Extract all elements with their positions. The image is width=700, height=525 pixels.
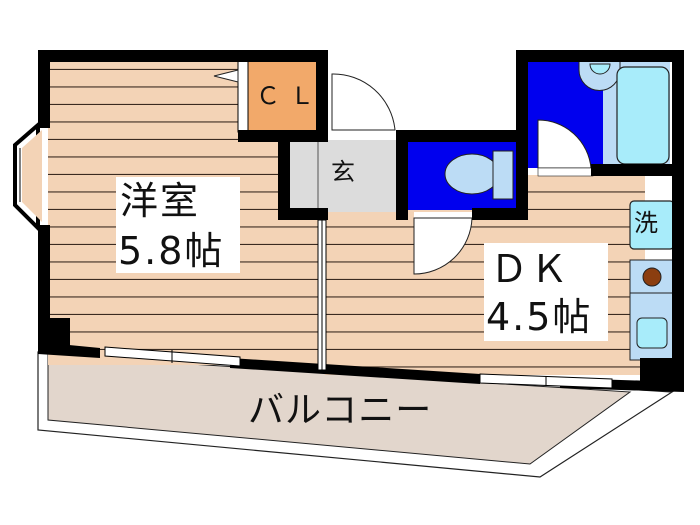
balcony-label: バルコニー [248,390,433,431]
toilet-room [408,140,518,275]
balcony-window-dk [479,373,613,389]
bath-room [528,59,670,177]
dk-label-box [484,243,608,341]
western-room-size: 5.8帖 [118,229,225,273]
western-room-name: 洋室 [120,179,201,223]
walls [38,50,684,392]
entrance-floor [288,140,398,212]
dk-name: ＤＫ [490,247,571,291]
kitchen-counter [629,200,679,361]
entrance-label: 玄 [331,158,355,186]
closet-label: ＣＬ [256,82,324,110]
washer-label: 洗 [634,209,658,237]
toilet-icon [444,153,500,195]
bathtub-icon [616,66,670,165]
sliding-partition [317,219,327,371]
closet [213,59,318,133]
entrance-door [331,73,396,136]
bay-window [13,120,42,233]
dk-size: 4.5帖 [486,295,593,339]
sink-icon [636,317,668,349]
balcony-window-west [104,346,241,367]
western-room-label-box [116,177,240,273]
stove-icon [642,267,662,287]
